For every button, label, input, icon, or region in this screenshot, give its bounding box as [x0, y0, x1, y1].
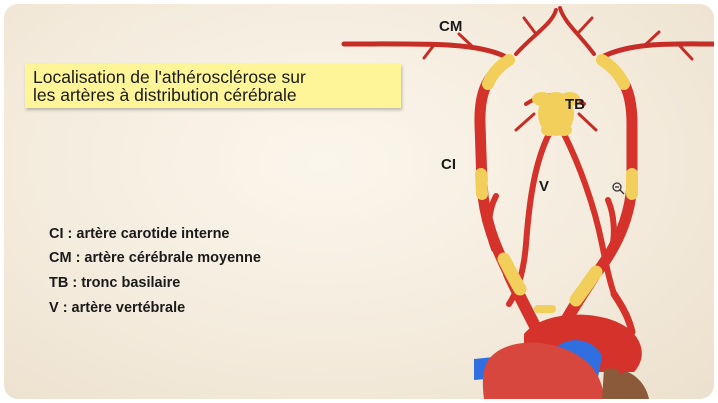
left-middle-cerebral-artery [344, 44, 504, 56]
title-line-1: Localisation de l'athérosclérose sur [33, 68, 306, 86]
legend-item-cm: CM : artère cérébrale moyenne [49, 250, 261, 266]
right-vertebral-artery [564, 134, 614, 294]
right-middle-cerebral-artery [604, 44, 714, 56]
legend-item-tb: TB : tronc basilaire [49, 275, 180, 291]
label-cm: CM [439, 18, 462, 35]
label-ci: CI [441, 156, 456, 173]
legend-item-ci: CI : artère carotide interne [49, 226, 230, 242]
diagram-canvas: Localisation de l'athérosclérose sur les… [4, 4, 714, 399]
title-line-2: les artères à distribution cérébrale [33, 86, 297, 104]
legend-item-v: V : artère vertébrale [49, 300, 185, 316]
label-v: V [539, 178, 549, 195]
label-tb: TB [565, 96, 585, 113]
title-box: Localisation de l'athérosclérose sur les… [25, 64, 401, 108]
